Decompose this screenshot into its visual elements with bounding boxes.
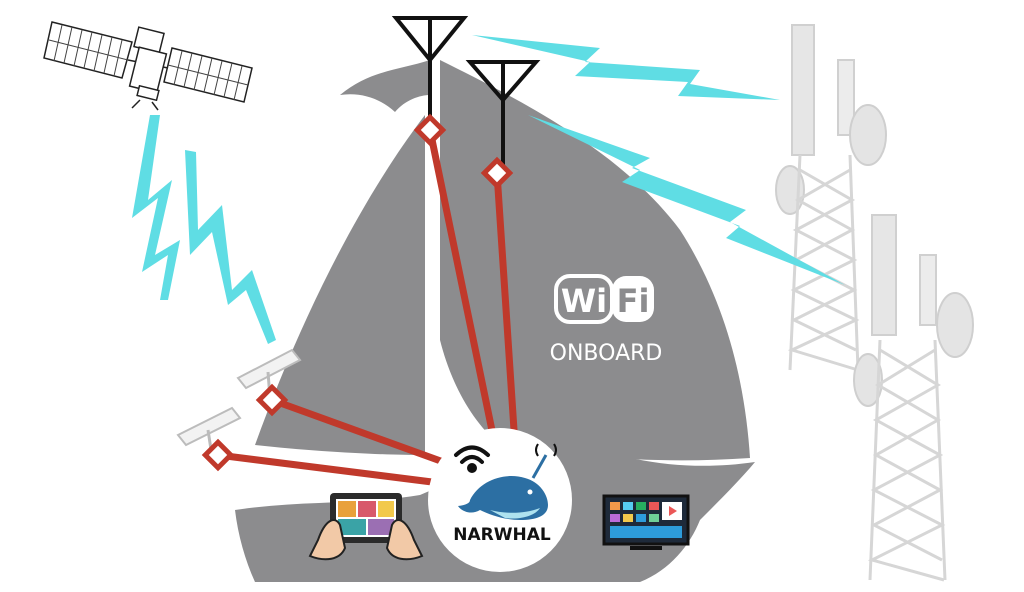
cell-tower-icon — [775, 24, 974, 582]
network-cables — [214, 126, 519, 487]
wifi-onboard-logo: Wi Fi ONBOARD — [550, 274, 663, 366]
wifi-logo-fi: Fi — [617, 282, 650, 320]
narwhal-logo-icon — [454, 443, 557, 520]
wifi-icon — [454, 445, 490, 473]
wifi-logo-wi: Wi — [561, 282, 607, 320]
smart-tv-icon — [602, 494, 690, 550]
brand-label: NARWHAL — [453, 525, 551, 545]
main-sail — [255, 115, 425, 455]
cable-connectors — [201, 113, 514, 472]
fore-sail — [440, 60, 750, 461]
tablet-icon — [308, 493, 424, 561]
satellite-icon — [43, 21, 253, 111]
onboard-label: ONBOARD — [550, 341, 663, 366]
lightning-signal-icon — [132, 35, 845, 344]
pennant-flag — [340, 60, 430, 112]
antenna-icon — [391, 16, 541, 170]
starlink-dish-icon — [176, 348, 302, 457]
